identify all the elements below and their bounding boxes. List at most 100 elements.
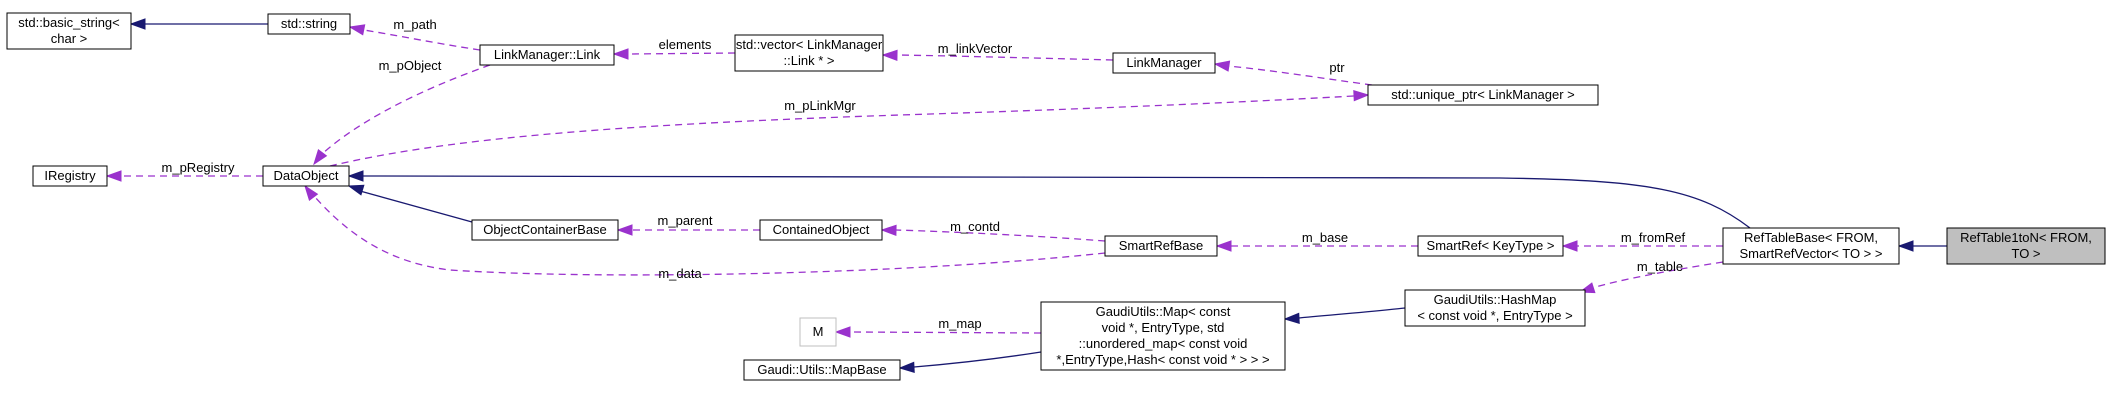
edge-label-m_pLinkMgr: m_pLinkMgr — [784, 98, 856, 113]
edge-label-m_pObject: m_pObject — [379, 58, 442, 73]
node-smartrefbase[interactable]: SmartRefBase — [1104, 235, 1218, 257]
edge-objcontainer-to-dataobject — [347, 184, 473, 223]
edge-vector-to-link — [612, 48, 736, 60]
edge-hashmap-to-gaudimap-line — [1298, 307, 1406, 319]
edge-hashmap-to-gaudimap — [1283, 307, 1406, 324]
edge-smartref-to-smartrefbase — [1215, 240, 1418, 252]
edge-label-m_pRegistry-text: m_pRegistry — [162, 160, 235, 175]
node-unique_ptr-box — [1367, 84, 1599, 106]
edge-gaudimap-to-m — [834, 326, 1042, 338]
node-hashmap-box — [1404, 289, 1586, 327]
edge-label-m_parent: m_parent — [658, 213, 713, 228]
node-std_string[interactable]: std::string — [267, 13, 351, 35]
node-dataobject-label-0: DataObject — [273, 168, 338, 183]
node-mapbase[interactable]: Gaudi::Utils::MapBase — [743, 359, 901, 381]
edge-gaudimap-to-mapbase — [898, 351, 1042, 373]
edge-dataobject-to-iregistry — [105, 170, 263, 182]
edge-unique_ptr-to-linkmanager — [1213, 60, 1373, 86]
node-objcontainer[interactable]: ObjectContainerBase — [471, 219, 619, 241]
node-unique_ptr[interactable]: std::unique_ptr< LinkManager > — [1367, 84, 1599, 106]
node-mapbase-box — [743, 359, 901, 381]
node-m[interactable]: M — [799, 317, 837, 347]
node-iregistry-label-0: IRegistry — [44, 168, 96, 183]
edge-label-m_contd: m_contd — [950, 219, 1000, 234]
edge-reftablebase-to-dataobject-arrowhead — [347, 170, 364, 182]
node-link-box — [479, 44, 615, 66]
edge-objcontainer-to-dataobject-line — [359, 190, 473, 223]
node-vector-box — [734, 34, 884, 72]
edge-reftablebase-to-smartref — [1561, 240, 1723, 252]
edge-gaudimap-to-mapbase-arrowhead — [898, 361, 915, 373]
node-smartref[interactable]: SmartRef< KeyType > — [1417, 235, 1564, 257]
edge-smartrefbase-to-dataobject-arrowhead — [304, 184, 319, 202]
node-linkmanager-box — [1112, 52, 1216, 74]
edge-linkmanager-to-vector-arrowhead — [881, 49, 898, 61]
node-linkmanager-label-0: LinkManager — [1126, 55, 1202, 70]
edge-label-m_data: m_data — [658, 266, 702, 281]
edge-hashmap-to-gaudimap-arrowhead — [1283, 312, 1300, 324]
edge-label-m_base-text: m_base — [1302, 230, 1348, 245]
node-basic_string-label-1: char > — [51, 31, 88, 46]
node-vector-label-0: std::vector< LinkManager — [736, 37, 883, 52]
node-objcontainer-label-0: ObjectContainerBase — [483, 222, 607, 237]
edge-label-m_linkVector: m_linkVector — [938, 41, 1013, 56]
node-gaudimap-label-0: GaudiUtils::Map< const — [1096, 304, 1231, 319]
node-linkmanager[interactable]: LinkManager — [1112, 52, 1216, 74]
node-reftable1ton: RefTable1toN< FROM,TO > — [1946, 227, 2106, 265]
node-gaudimap[interactable]: GaudiUtils::Map< const void *, EntryType… — [1040, 301, 1286, 371]
edge-smartrefbase-to-dataobject-line — [313, 195, 1106, 276]
node-reftablebase[interactable]: RefTableBase< FROM,SmartRefVector< TO > … — [1722, 227, 1900, 265]
node-reftablebase-label-0: RefTableBase< FROM, — [1744, 230, 1878, 245]
edge-dataobject-to-iregistry-arrowhead — [105, 170, 122, 182]
edge-label-m_contd-text: m_contd — [950, 219, 1000, 234]
edge-smartref-to-smartrefbase-arrowhead — [1215, 240, 1232, 252]
edge-linkmanager-to-vector — [881, 49, 1114, 61]
edge-reftable1ton-to-reftablebase-arrowhead — [1897, 240, 1914, 252]
edge-unique_ptr-to-linkmanager-arrowhead — [1213, 60, 1231, 72]
node-gaudimap-box — [1040, 301, 1286, 371]
node-dataobject-box — [262, 165, 350, 187]
node-gaudimap-label-1: void *, EntryType, std — [1102, 320, 1225, 335]
edge-reftable1ton-to-reftablebase — [1897, 240, 1947, 252]
edge-label-ptr-text: ptr — [1329, 60, 1345, 75]
edge-link-to-std_string-line — [363, 29, 481, 51]
node-vector[interactable]: std::vector< LinkManager::Link * > — [734, 34, 884, 72]
edge-contained-to-objcontainer — [616, 224, 760, 236]
edge-label-m_path-text: m_path — [393, 17, 436, 32]
edge-dataobject-to-unique_ptr-arrowhead — [1353, 90, 1370, 102]
node-reftablebase-label-1: SmartRefVector< TO > > — [1740, 246, 1883, 261]
edge-label-m_map: m_map — [938, 316, 981, 331]
node-reftable1ton-box — [1946, 227, 2106, 265]
node-objcontainer-box — [471, 219, 619, 241]
edge-gaudimap-to-m-arrowhead — [834, 326, 851, 338]
node-reftable1ton-label-0: RefTable1toN< FROM, — [1960, 230, 2092, 245]
node-std_string-label-0: std::string — [281, 16, 337, 31]
edge-label-m_map-text: m_map — [938, 316, 981, 331]
node-hashmap-label-1: < const void *, EntryType > — [1417, 308, 1572, 323]
node-smartref-label-0: SmartRef< KeyType > — [1427, 238, 1555, 253]
node-hashmap[interactable]: GaudiUtils::HashMap< const void *, Entry… — [1404, 289, 1586, 327]
node-contained-label-0: ContainedObject — [773, 222, 870, 237]
edge-label-m_fromRef-text: m_fromRef — [1621, 230, 1686, 245]
node-hashmap-label-0: GaudiUtils::HashMap — [1434, 292, 1557, 307]
node-smartrefbase-label-0: SmartRefBase — [1119, 238, 1204, 253]
node-unique_ptr-label-0: std::unique_ptr< LinkManager > — [1391, 87, 1575, 102]
node-reftablebase-box — [1722, 227, 1900, 265]
edge-label-elements: elements — [659, 37, 712, 52]
node-smartrefbase-box — [1104, 235, 1218, 257]
node-iregistry-box — [32, 165, 108, 187]
edge-vector-to-link-line — [627, 52, 736, 55]
node-smartref-box — [1417, 235, 1564, 257]
node-dataobject[interactable]: DataObject — [262, 165, 350, 187]
edge-std_string-to-basic_string — [129, 18, 268, 30]
node-link[interactable]: LinkManager::Link — [479, 44, 615, 66]
edge-label-m_pRegistry: m_pRegistry — [162, 160, 235, 175]
node-iregistry[interactable]: IRegistry — [32, 165, 108, 187]
node-contained[interactable]: ContainedObject — [759, 219, 883, 241]
edge-link-to-std_string-arrowhead — [348, 24, 366, 36]
edge-linkmanager-to-vector-line — [896, 54, 1114, 61]
node-basic_string[interactable]: std::basic_string<char > — [6, 12, 132, 50]
edge-std_string-to-basic_string-arrowhead — [129, 18, 146, 30]
node-m-box — [799, 317, 837, 347]
